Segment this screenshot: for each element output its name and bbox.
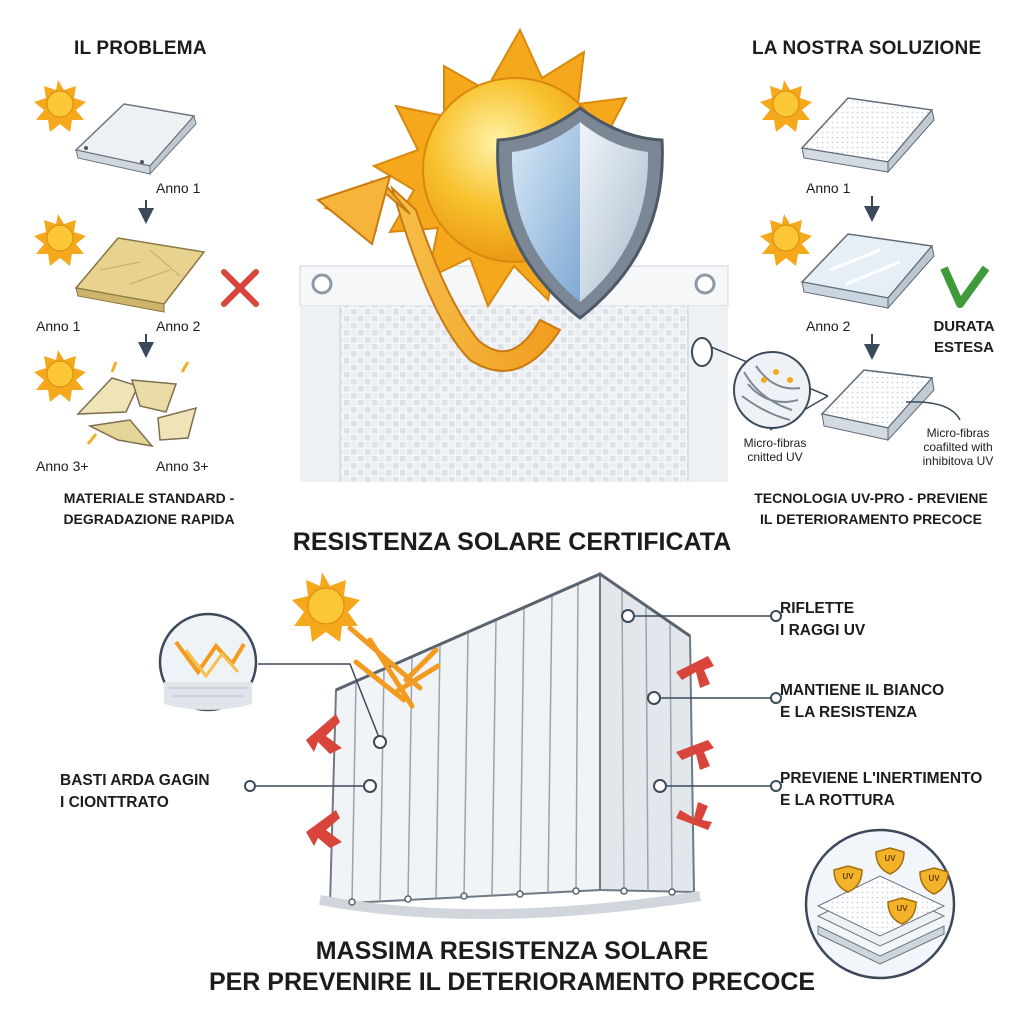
solution-sun-2-icon [760, 214, 812, 266]
callout-r2-line1: MANTIENE IL BIANCO [780, 682, 945, 699]
callout-keeps-white: MANTIENE IL BIANCO E LA RESISTENZA [780, 680, 944, 724]
bottom-sun-icon [292, 572, 360, 642]
problem-label-year3-right: Anno 3+ [156, 458, 209, 474]
uv-badge-1: UV [842, 872, 854, 881]
callout-left: BASTI ARDA GAGIN I CIONTTRATO [60, 770, 210, 814]
callout-lines [256, 615, 770, 787]
callout-left-line2: I CIONTTRATO [60, 794, 169, 811]
sun-rays-icon [347, 625, 441, 709]
callout-r1-line2: I RAGGI UV [780, 622, 866, 639]
solution-sun-1-icon [760, 80, 812, 132]
fiber-label-left: Micro-fibras cnitted UV [730, 436, 820, 464]
problem-label-year1-top: Anno 1 [156, 180, 201, 196]
tarp-fiber-solution [820, 369, 935, 442]
callout-r1-line1: RIFLETTE [780, 600, 855, 617]
callout-prevents-breakage: PREVIENE L'INERTIMENTO E LA ROTTURA [780, 768, 982, 812]
solution-heading: LA NOSTRA SOLUZIONE [752, 38, 982, 59]
uv-badge-2: UV [884, 854, 896, 863]
fiber-right-line2: coafilted with [923, 440, 993, 454]
problem-label-year1: Anno 1 [36, 318, 81, 334]
tarp-torn-problem [76, 361, 198, 448]
problem-caption-line2: DEGRADAZIONE RAPIDA [63, 511, 235, 527]
solution-caption: TECNOLOGIA UV-PRO - PREVIENE IL DETERIOR… [726, 488, 1016, 530]
reflect-detail-icon [158, 612, 258, 712]
tarp-new-problem [74, 103, 197, 176]
callout-reflects-uv: RIFLETTE I RAGGI UV [780, 598, 865, 642]
green-check-icon [940, 265, 990, 308]
fiber-magnifier-icon [691, 337, 961, 431]
problem-label-year3-left: Anno 3+ [36, 458, 89, 474]
problem-sun-3-icon [34, 350, 86, 402]
woven-tarp-panel [299, 265, 729, 482]
uv-badge-3: UV [928, 874, 940, 883]
problem-label-year2: Anno 2 [156, 318, 201, 334]
fiber-label-right: Micro-fibras coafilted with inhibitova U… [906, 426, 1010, 468]
fiber-left-line2: cnitted UV [747, 450, 803, 464]
uv-shield-icon [833, 847, 949, 925]
tarp-year2-solution [800, 233, 935, 310]
reflect-arrow-icon [315, 174, 562, 372]
durata-badge: DURATA ESTESA [924, 316, 1004, 358]
fiber-right-line3: inhibitova UV [922, 454, 994, 468]
red-x-icon [221, 269, 259, 307]
center-title: RESISTENZA SOLARE CERTIFICATA [292, 528, 732, 556]
solution-label-year1: Anno 1 [806, 180, 851, 196]
fiber-left-line1: Micro-fibras [743, 436, 807, 450]
callout-r3-line2: E LA ROTTURA [780, 792, 895, 809]
solution-caption-line1: TECNOLOGIA UV-PRO - PREVIENE [754, 490, 988, 506]
callout-left-line1: BASTI ARDA GAGIN [60, 772, 210, 789]
problem-sun-1-icon [34, 80, 86, 132]
problem-heading: IL PROBLEMA [74, 38, 207, 59]
footer-line2: PER PREVENIRE IL DETERIORAMENTO PRECOCE [208, 968, 816, 996]
callout-r3-line1: PREVIENE L'INERTIMENTO [780, 770, 983, 787]
solution-caption-line2: IL DETERIORAMENTO PRECOCE [760, 511, 982, 527]
durata-badge-line1: DURATA [933, 318, 995, 335]
problem-caption-line1: MATERIALE STANDARD - [63, 490, 235, 506]
problem-caption: MATERIALE STANDARD - DEGRADAZIONE RAPIDA [36, 488, 262, 530]
tarp-yellowed-problem [74, 237, 206, 313]
fiber-right-line1: Micro-fibras [926, 426, 990, 440]
footer-line1: MASSIMA RESISTENZA SOLARE [315, 937, 709, 965]
uv-badge-4: UV [896, 904, 908, 913]
red-arrows-icon [306, 656, 714, 848]
solution-label-year2: Anno 2 [806, 318, 851, 334]
footer-title: MASSIMA RESISTENZA SOLARE PER PREVENIRE … [112, 936, 912, 998]
callout-dots [244, 609, 782, 793]
durata-badge-line2: ESTESA [933, 339, 994, 356]
callout-r2-line2: E LA RESISTENZA [780, 704, 918, 721]
shield-icon [496, 106, 664, 320]
problem-sun-2-icon [34, 214, 86, 266]
tarp-new-solution [800, 97, 935, 174]
